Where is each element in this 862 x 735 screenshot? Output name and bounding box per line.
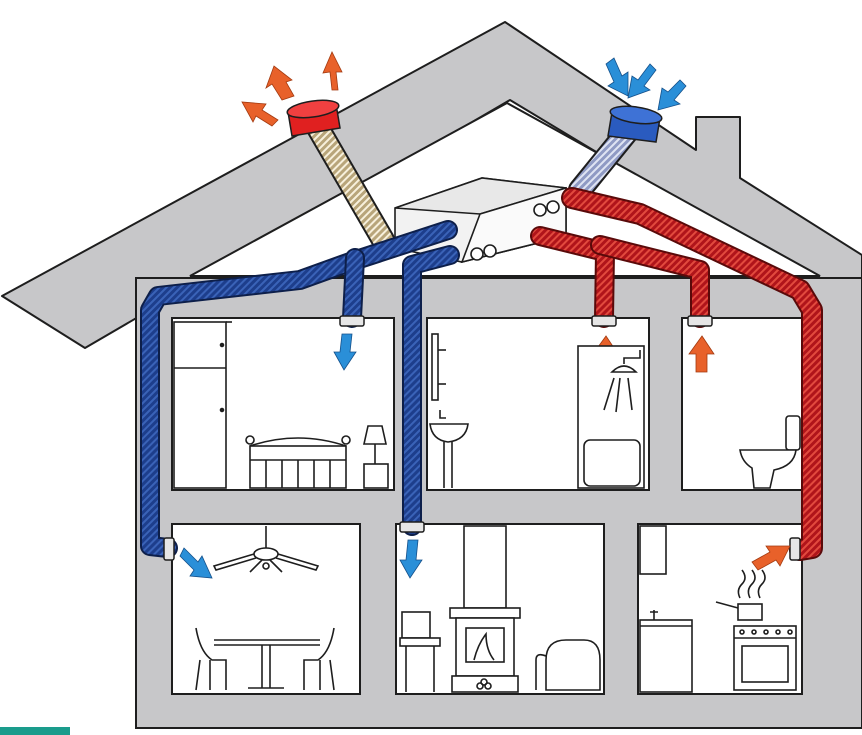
mirror-icon: [431, 333, 446, 401]
pan-icon: [715, 569, 766, 621]
supply-ducts: [140, 220, 460, 558]
room-dining: [171, 523, 361, 695]
bathtub-icon: [577, 345, 645, 489]
wardrobe-icon: [173, 321, 232, 489]
room-bedroom: [171, 317, 395, 491]
kitchen-cabinet-icon: [639, 525, 693, 693]
ceiling-fan-icon: [212, 526, 320, 573]
vent-diffusers: [163, 315, 801, 561]
exhaust-cap-icon: [286, 99, 341, 137]
shower-icon: [603, 350, 641, 413]
tv-icon: [399, 611, 441, 692]
sink-icon: [429, 410, 469, 488]
fireplace-icon: [449, 525, 521, 693]
corner-tab: [0, 727, 70, 735]
stove-icon: [733, 625, 797, 691]
fresh-air-arrows: [179, 57, 687, 579]
outlet-duct: [306, 116, 395, 252]
intake-cap-icon: [607, 105, 663, 143]
dining-table-icon: [214, 639, 320, 689]
exhaust-ducts: [530, 187, 823, 561]
bed-icon: [245, 435, 351, 489]
stale-air-arrows: [241, 51, 791, 571]
chair-icon: [195, 627, 335, 691]
lamp-icon: [363, 425, 389, 489]
toilet-icon: [739, 415, 801, 489]
armchair-icon: [535, 639, 601, 691]
